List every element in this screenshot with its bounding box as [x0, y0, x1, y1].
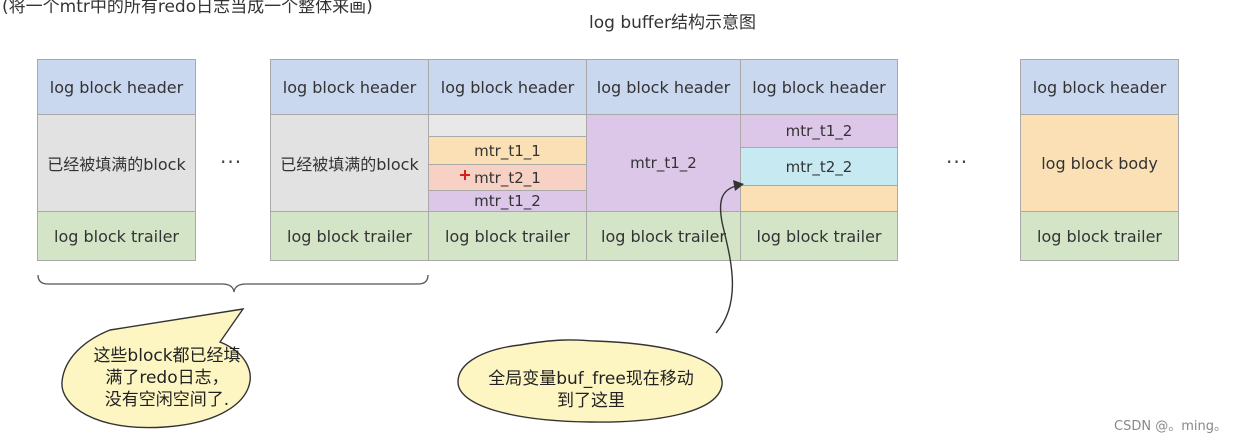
cursor-plus-icon [460, 170, 470, 180]
block-b-header: log block header [270, 59, 429, 115]
block-b-trailer: log block trailer [270, 211, 429, 261]
block-a-filled: 已经被填满的block [37, 114, 196, 212]
brace-under-filled-blocks [37, 274, 429, 293]
ellipsis-right: ··· [946, 150, 969, 174]
block-e-header: log block header [740, 59, 898, 115]
block-a-header: log block header [37, 59, 196, 115]
block-d-header: log block header [586, 59, 741, 115]
buf-free-arrow-head [733, 180, 744, 191]
right-callout-text: 全局变量buf_free现在移动 到了这里 [466, 368, 716, 412]
block-f-trailer: log block trailer [1020, 211, 1179, 261]
block-f-header: log block header [1020, 59, 1179, 115]
watermark: CSDN @。ming。 [1114, 419, 1227, 434]
left-callout-line-3: 没有空闲空间了. [104, 390, 230, 410]
right-callout-line-2: 到了这里 [557, 391, 625, 411]
block-a-trailer: log block trailer [37, 211, 196, 261]
block-e-trailer: log block trailer [740, 211, 898, 261]
block-e-mtr-t2-2: mtr_t2_2 [740, 147, 898, 186]
block-f-body: log block body [1020, 114, 1179, 212]
left-callout-bubble [61, 308, 251, 429]
left-callout-line-1: 这些block都已经填 [93, 346, 241, 366]
ellipsis-left: ··· [220, 150, 243, 174]
right-callout-bubble [457, 339, 723, 423]
block-d-trailer: log block trailer [586, 211, 741, 261]
left-callout-line-2: 满了redo日志， [105, 368, 229, 388]
right-callout-line-1: 全局变量buf_free现在移动 [488, 369, 694, 389]
top-note: (将一个mtr中的所有redo日志当成一个整体来画) [2, 0, 373, 17]
block-c-mtr-t1-2: mtr_t1_2 [428, 190, 587, 212]
diagram-title: log buffer结构示意图 [589, 13, 757, 33]
left-callout-text: 这些block都已经填 满了redo日志， 没有空闲空间了. [72, 345, 262, 411]
block-d-mtr-t1-2: mtr_t1_2 [586, 114, 741, 212]
buf-free-arrow [715, 185, 737, 334]
block-b-filled: 已经被填满的block [270, 114, 429, 212]
